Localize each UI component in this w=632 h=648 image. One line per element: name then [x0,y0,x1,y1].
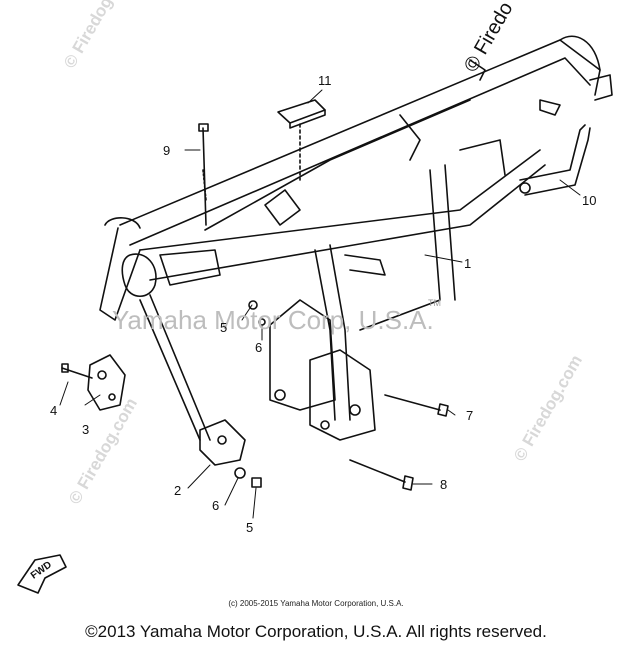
callout-8: 8 [440,477,448,492]
watermark-yamaha: Yamaha Motor Corp, U.S.A. [112,305,434,335]
washer-part-6-b [234,467,246,479]
bolt-part-7 [384,394,449,417]
callout-7: 7 [466,408,474,423]
bolt-part-9 [198,123,209,226]
nut-part-5-a [248,300,258,310]
nut-part-5-b [251,477,262,488]
callout-3: 3 [82,422,90,437]
callout-9: 9 [163,143,171,158]
leader-lines [59,89,581,519]
bolt-part-4 [61,363,93,379]
callout-1: 1 [464,256,472,271]
callout-5b: 5 [246,520,254,535]
bolt-part-8 [349,459,414,491]
callout-10: 10 [582,193,597,208]
washer-part-6-a [258,318,266,326]
copyright-small: (c) 2005-2015 Yamaha Motor Corporation, … [228,599,404,608]
fwd-arrow-icon [17,554,67,594]
callout-4: 4 [50,403,58,418]
callout-11: 11 [318,73,332,88]
rear-bracket-part-10 [519,124,591,196]
copyright-large: ©2013 Yamaha Motor Corporation, U.S.A. A… [85,622,547,641]
plate-part-11 [277,99,326,181]
callout-5a: 5 [220,320,228,335]
bracket-part-3 [87,354,126,411]
callout-6a: 6 [255,340,263,355]
callout-2: 2 [174,483,182,498]
callout-6b: 6 [212,498,220,513]
engine-mount-plates [269,299,376,441]
watermark-tm: TM [428,298,441,308]
main-frame [99,35,613,441]
bracket-part-2 [199,419,246,466]
